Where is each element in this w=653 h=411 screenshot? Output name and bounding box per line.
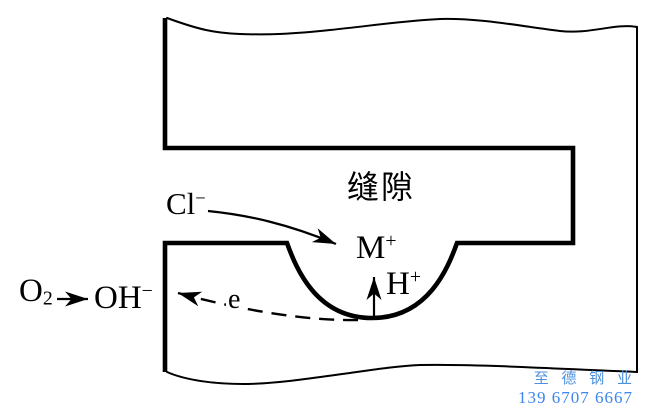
crevice-slot-and-pit-outline: [162, 18, 576, 372]
metal-ion-charge: +: [385, 230, 397, 253]
oxygen-label: O2: [19, 275, 53, 309]
hydrogen-ion-charge: +: [409, 266, 421, 289]
chloride-migration-arrow: [207, 209, 337, 246]
chloride-charge: −: [195, 187, 206, 209]
hydrogen-ion-symbol: H: [386, 266, 410, 302]
metal-ion-symbol: M: [356, 230, 386, 266]
chloride-symbol: Cl: [166, 186, 196, 221]
hydroxide-symbol: OH: [94, 280, 142, 316]
crevice-label: 缝隙: [347, 169, 416, 205]
hydroxide-charge: −: [141, 280, 153, 303]
metal-outer-boundary: [166, 17, 638, 386]
oxygen-symbol: O: [19, 273, 43, 309]
oxygen-subscript: 2: [42, 287, 53, 310]
chloride-label: Cl−: [166, 188, 206, 219]
electron-flow-dashed-arrow: [177, 291, 359, 322]
watermark: 至 德 钢 业 139 6707 6667: [518, 371, 633, 408]
hydroxide-label: OH−: [94, 280, 153, 316]
watermark-phone: 139 6707 6667: [518, 388, 633, 408]
watermark-company: 至 德 钢 业: [533, 371, 633, 387]
metal-ion-label: M+: [356, 230, 397, 266]
electron-label: e: [226, 284, 243, 315]
hydrogen-ion-label: H+: [386, 266, 421, 302]
